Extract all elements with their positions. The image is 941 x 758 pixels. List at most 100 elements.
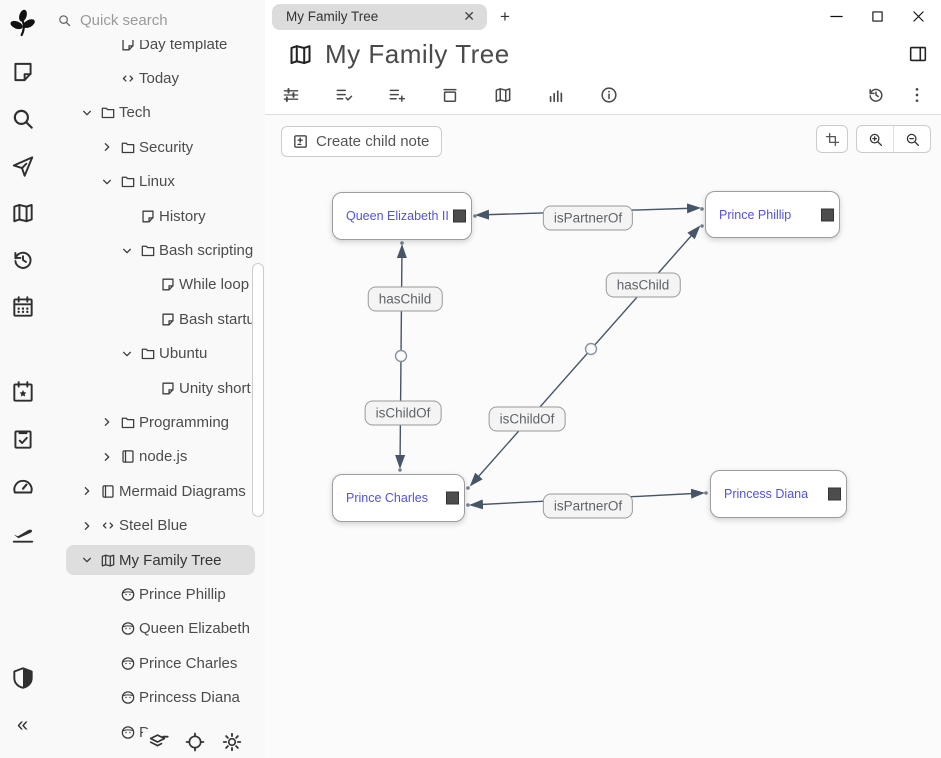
node-title[interactable]: Queen Elizabeth II xyxy=(346,209,449,223)
close-button[interactable] xyxy=(910,8,927,25)
edge-label-ispartnerof-bottom[interactable]: isPartnerOf xyxy=(542,493,634,519)
tree-item-history[interactable]: History xyxy=(45,199,265,233)
tree-item-while-loop[interactable]: While loop xyxy=(45,268,265,302)
ribbon-info-circle-icon[interactable] xyxy=(599,85,619,105)
ribbon-map-icon[interactable] xyxy=(493,85,513,105)
tree-item-unity-short[interactable]: Unity short xyxy=(45,371,265,405)
chevron-right-icon[interactable] xyxy=(77,483,97,499)
tree-item-my-family-tree[interactable]: My Family Tree xyxy=(45,543,265,577)
tree-item-today[interactable]: Today xyxy=(45,61,265,95)
tree-item-label: Prince Charles xyxy=(139,654,238,672)
zoom-out-button[interactable] xyxy=(893,126,930,152)
ribbon-list-plus-icon[interactable] xyxy=(387,85,407,105)
chevron-down-icon[interactable] xyxy=(97,174,117,190)
tab-close-icon[interactable]: ✕ xyxy=(463,8,475,24)
chevron-right-icon[interactable] xyxy=(77,518,97,534)
note-title[interactable]: My Family Tree xyxy=(325,38,510,69)
tree-item-label: Bash startu xyxy=(179,310,255,328)
map-node-prince-phillip[interactable]: Prince Phillip xyxy=(705,191,840,238)
relation-map-canvas[interactable]: Create child note Queen Elizabeth II Pri… xyxy=(265,115,941,758)
clipboard-check-icon[interactable] xyxy=(10,426,36,452)
toggle-right-pane-icon[interactable] xyxy=(907,43,929,65)
edge-label-ischildof-left[interactable]: isChildOf xyxy=(364,400,442,426)
person-icon xyxy=(117,689,139,706)
folder-icon xyxy=(97,104,119,121)
tree-item-prince-phillip[interactable]: Prince Phillip xyxy=(45,577,265,611)
tree-item-programming[interactable]: Programming xyxy=(45,405,265,439)
tree-item-linux[interactable]: Linux xyxy=(45,165,265,199)
ribbon-bar-chart-icon[interactable] xyxy=(546,85,566,105)
edge-label-ischildof-mid[interactable]: isChildOf xyxy=(488,406,566,432)
ribbon-archive-icon[interactable] xyxy=(440,85,460,105)
chevron-right-icon[interactable] xyxy=(97,414,117,430)
node-endpoint-handle[interactable] xyxy=(821,208,834,221)
maximize-button[interactable] xyxy=(869,8,886,25)
search-icon[interactable] xyxy=(10,106,36,132)
edge-label-haschild-left[interactable]: hasChild xyxy=(367,286,443,312)
scroll-to-active-note-icon[interactable] xyxy=(184,731,206,753)
edge-label-ispartnerof-top[interactable]: isPartnerOf xyxy=(542,205,634,231)
create-child-note-button[interactable]: Create child note xyxy=(281,126,443,157)
tree-item-tech[interactable]: Tech xyxy=(45,96,265,130)
tree-item-princess-diana[interactable]: Princess Diana xyxy=(45,680,265,714)
tree-item-bash-scripting[interactable]: Bash scripting xyxy=(45,233,265,267)
calendar-star-icon[interactable] xyxy=(10,379,36,405)
map-node-queen-elizabeth-ii[interactable]: Queen Elizabeth II xyxy=(332,192,472,240)
map-node-prince-charles[interactable]: Prince Charles xyxy=(332,474,465,522)
history-icon[interactable] xyxy=(10,247,36,273)
chevron-right-icon[interactable] xyxy=(97,449,117,465)
tree-item-label: Mermaid Diagrams xyxy=(119,482,246,500)
tree-item-node-js[interactable]: node.js xyxy=(45,440,265,474)
quick-search-input[interactable] xyxy=(80,11,240,29)
minimize-button[interactable] xyxy=(828,8,845,25)
map-node-princess-diana[interactable]: Princess Diana xyxy=(710,470,847,518)
note-icon[interactable] xyxy=(10,59,36,85)
note-icon xyxy=(157,380,179,397)
reset-pan-zoom-button[interactable] xyxy=(816,125,848,153)
trilium-logo-icon[interactable] xyxy=(7,7,39,39)
tree-item-label: Security xyxy=(139,138,194,156)
tree-item-security[interactable]: Security xyxy=(45,130,265,164)
chevron-spacer xyxy=(97,71,117,87)
chevron-spacer xyxy=(97,724,117,740)
tree-item-label: Bash scripting xyxy=(159,242,254,260)
chevron-right-icon[interactable] xyxy=(97,139,117,155)
collapse-left-pane-icon[interactable]: « xyxy=(16,713,29,736)
collapse-subtree-icon[interactable] xyxy=(147,731,169,753)
note-revisions-history-icon[interactable] xyxy=(866,85,886,105)
chevron-down-icon[interactable] xyxy=(77,552,97,568)
tree-item-steel-blue[interactable]: Steel Blue xyxy=(45,508,265,542)
node-title[interactable]: Prince Charles xyxy=(346,491,428,505)
tree-item-prince-charles[interactable]: Prince Charles xyxy=(45,646,265,680)
tree-item-day-template[interactable]: Day template xyxy=(45,40,265,61)
chevron-down-icon[interactable] xyxy=(77,105,97,121)
calendar-icon[interactable] xyxy=(10,294,36,320)
gauge-icon[interactable] xyxy=(10,473,36,499)
tree-settings-gear-icon[interactable] xyxy=(221,731,243,753)
new-tab-button[interactable]: + xyxy=(500,6,510,26)
node-endpoint-handle[interactable] xyxy=(828,487,841,501)
tab-my-family-tree[interactable]: My Family Tree ✕ xyxy=(272,3,487,30)
tree-scrollbar-thumb[interactable] xyxy=(252,263,264,517)
chevron-down-icon[interactable] xyxy=(117,346,137,362)
node-endpoint-handle[interactable] xyxy=(453,209,466,223)
node-title[interactable]: Princess Diana xyxy=(724,487,809,501)
plane-icon[interactable] xyxy=(10,520,36,546)
tree-item-ubuntu[interactable]: Ubuntu xyxy=(45,337,265,371)
ribbon-sliders-icon[interactable] xyxy=(281,85,301,105)
chevron-down-icon[interactable] xyxy=(117,243,137,259)
ribbon-list-check-icon[interactable] xyxy=(334,85,354,105)
tree-item-label: Queen Elizabeth xyxy=(139,620,250,638)
zoom-in-button[interactable] xyxy=(857,126,893,152)
tree-item-queen-elizabeth[interactable]: Queen Elizabeth xyxy=(45,612,265,646)
map-icon[interactable] xyxy=(10,200,36,226)
more-options-dots-icon[interactable] xyxy=(907,85,927,105)
edge-label-haschild-right[interactable]: hasChild xyxy=(605,272,681,298)
node-title[interactable]: Prince Phillip xyxy=(719,207,792,222)
send-icon[interactable] xyxy=(10,153,36,179)
protected-session-shield-icon[interactable] xyxy=(10,665,36,691)
tree-item-bash-startu[interactable]: Bash startu xyxy=(45,302,265,336)
tree-item-mermaid-diagrams[interactable]: Mermaid Diagrams xyxy=(45,474,265,508)
node-endpoint-handle[interactable] xyxy=(446,491,459,505)
